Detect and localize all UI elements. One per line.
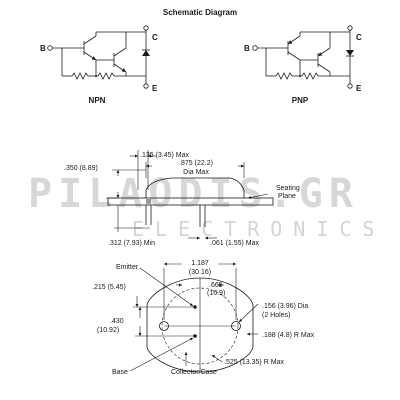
collector-label: Collector/Case: [171, 369, 217, 376]
pnp-base-terminal: [252, 45, 258, 51]
dim-525: .525 (13.35) R Max: [224, 359, 284, 366]
bottom-outline: [146, 277, 254, 373]
pnp-caption: PNP: [292, 96, 309, 105]
dim-312-min: .312 (7.93) Min: [108, 240, 155, 247]
watermark-subtitle: ELECTRONICS: [132, 217, 385, 241]
npn-schematic: B C E NPN: [40, 25, 158, 105]
pnp-c-label: C: [356, 33, 362, 42]
plane-label: Plane: [278, 193, 296, 200]
pnp-emitter-terminal: [347, 83, 353, 89]
pnp-collector-terminal: [347, 25, 353, 31]
flange-hatch: [146, 199, 151, 204]
base-label: Base: [112, 369, 128, 376]
npn-emitter-terminal: [143, 83, 149, 89]
dim-215: .215 (5.45): [92, 284, 126, 291]
npn-b-label: B: [40, 44, 46, 53]
dim-1092: (10.92): [97, 327, 119, 334]
collector-radius-circle: [161, 287, 239, 365]
package-side-view: .135 (3.45) Max .875 (22.2) Dia Max .350…: [64, 150, 300, 247]
dim-430: .430: [110, 318, 124, 325]
dim-188: .188 (4.8) R Max: [262, 332, 315, 339]
npn-c-label: C: [152, 33, 158, 42]
dim-3016: (30.16): [189, 269, 211, 276]
emitter-label: Emitter: [116, 264, 139, 271]
seating-label: Seating: [276, 185, 300, 192]
dim-061-max: .061 (1.55) Max: [210, 240, 260, 247]
package-bottom-view: 1.187 (30.16) .665 (16.9) Emitter .215 (…: [92, 260, 315, 376]
dim-dia-max: Dia Max: [183, 169, 209, 176]
dim-156: .156 (3.96) Dia: [262, 303, 308, 310]
dim-875: .875 (22.2): [179, 160, 213, 167]
dim-665: .665: [209, 282, 223, 289]
package-cap-outline: [145, 177, 245, 198]
npn-base-terminal: [47, 45, 53, 51]
package-flange: [107, 197, 274, 206]
dim-350: .350 (8.89): [64, 165, 98, 172]
pnp-e-label: E: [356, 84, 362, 93]
npn-caption: NPN: [89, 96, 106, 105]
npn-collector-terminal: [143, 25, 149, 31]
pnp-b-label: B: [244, 44, 250, 53]
page-title: Schematic Diagram: [163, 8, 237, 17]
npn-e-label: E: [152, 84, 158, 93]
dim-1187: 1.187: [191, 260, 209, 267]
dim-2holes: (2 Holes): [262, 312, 290, 319]
dim-169: (16.9): [207, 290, 225, 297]
watermark: PILAODIS.GR ELECTRONICS: [28, 171, 385, 241]
dim-135-max: .135 (3.45) Max: [140, 152, 190, 159]
pnp-schematic: B C E PNP: [244, 25, 362, 105]
watermark-title: PILAODIS.GR: [28, 171, 359, 217]
